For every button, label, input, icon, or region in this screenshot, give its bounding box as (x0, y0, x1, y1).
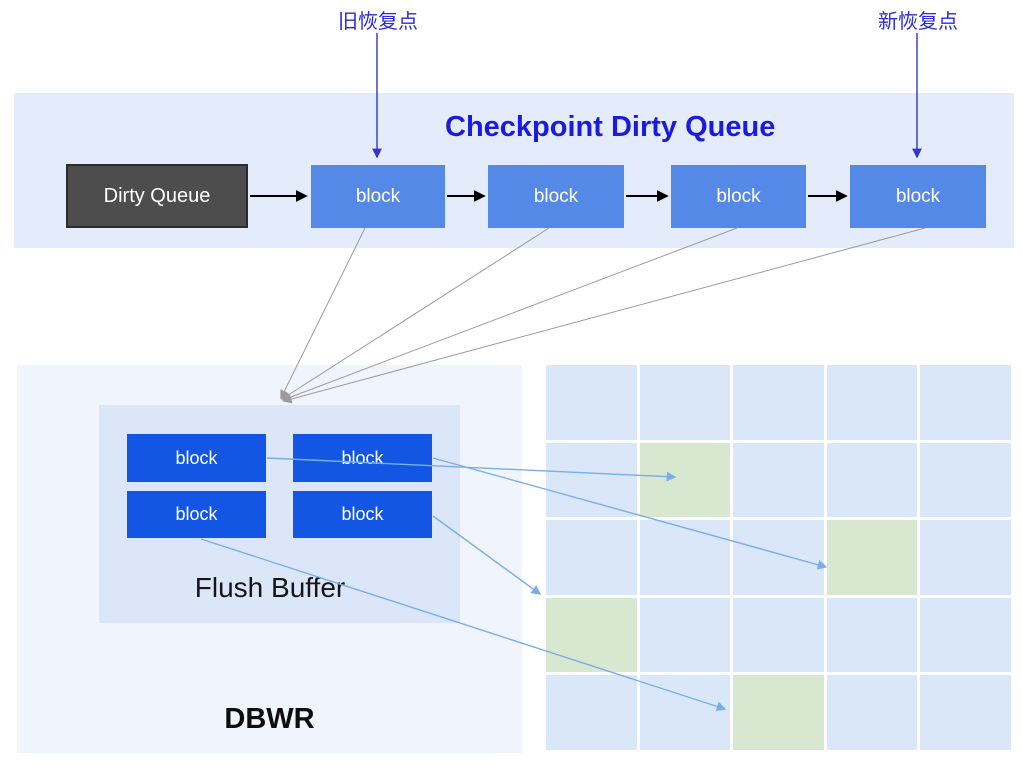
disk-cell (826, 597, 918, 673)
disk-cell (639, 520, 731, 595)
flush-block-2: block (293, 434, 432, 482)
disk-cell-dirty (546, 597, 637, 673)
disk-cell (733, 597, 824, 673)
disk-cell (920, 442, 1011, 518)
disk-cell (733, 442, 824, 518)
disk-cell-dirty (826, 520, 918, 595)
queue-block-4-label: block (895, 185, 941, 207)
disk-grid (546, 365, 1011, 750)
flush-block-4: block (293, 491, 432, 538)
disk-cell (733, 520, 824, 595)
disk-cell (546, 442, 637, 518)
queue-block-3-label: block (716, 185, 761, 207)
disk-cell (826, 365, 918, 440)
disk-cell (639, 675, 731, 750)
disk-cell (546, 675, 637, 750)
disk-cell-dirty (733, 675, 824, 750)
queue-block-1: block (311, 165, 445, 228)
new-checkpoint-label: 新恢复点 (878, 11, 958, 33)
dirty-queue-head-label: Dirty Queue (103, 184, 211, 207)
flush-block-3: block (127, 491, 266, 538)
disk-cell (639, 597, 731, 673)
flush-block-1: block (127, 434, 266, 482)
dbwr-label: DBWR (224, 703, 315, 735)
queue-block-3: block (671, 165, 806, 228)
checkpoint-dirty-queue-title: Checkpoint Dirty Queue (445, 111, 776, 143)
disk-cell (639, 365, 731, 440)
disk-cell (546, 520, 637, 595)
old-checkpoint-label: 旧恢复点 (338, 11, 418, 33)
disk-cell (546, 365, 637, 440)
disk-cell (920, 597, 1011, 673)
queue-block-1-label: block (355, 185, 401, 207)
disk-cell (826, 675, 918, 750)
flush-block-2-label: block (341, 447, 384, 468)
dirty-queue-head-box: Dirty Queue (66, 164, 248, 228)
flush-block-4-label: block (341, 504, 384, 524)
disk-cell (920, 675, 1011, 750)
flush-block-3-label: block (175, 504, 218, 524)
queue-block-2: block (488, 165, 624, 228)
disk-cell (920, 520, 1011, 595)
flush-buffer-label: Flush Buffer (194, 572, 346, 603)
queue-block-2-label: block (533, 185, 579, 207)
disk-cell-dirty (639, 442, 731, 518)
disk-cell (733, 365, 824, 440)
queue-block-4: block (850, 165, 986, 228)
disk-cell (920, 365, 1011, 440)
disk-cell (826, 442, 918, 518)
flush-block-1-label: block (175, 447, 218, 468)
